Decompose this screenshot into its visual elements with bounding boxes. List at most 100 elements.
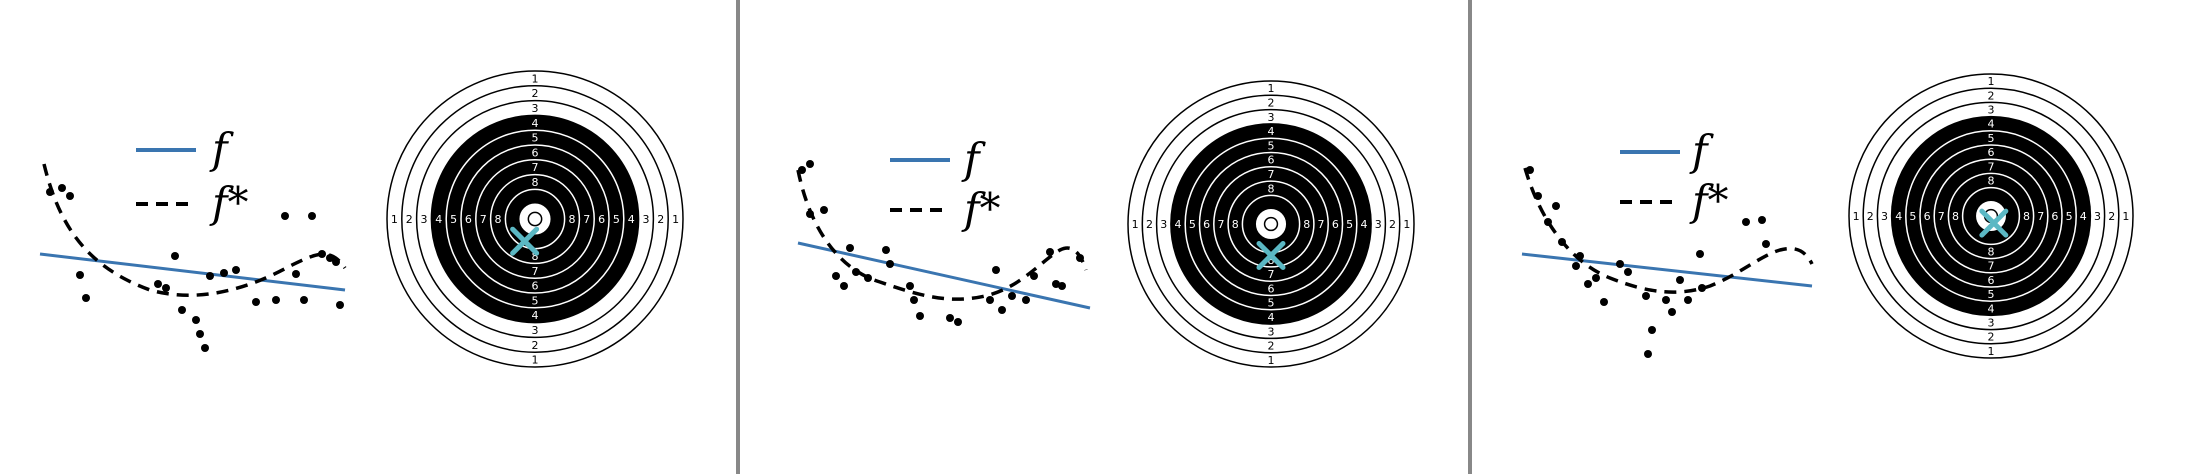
ring-number: 5 (450, 213, 457, 226)
ring-number: 8 (532, 250, 539, 263)
ring-number: 7 (1268, 168, 1275, 181)
ring-number: 5 (1189, 218, 1196, 231)
data-point (1558, 238, 1566, 246)
ring-number: 1 (532, 354, 539, 367)
ring-number: 4 (628, 213, 635, 226)
target-bullseye (1263, 216, 1279, 232)
ring-number: 2 (2108, 210, 2115, 223)
legend-label-true: f* (961, 184, 1001, 233)
data-point (171, 252, 179, 260)
ring-number: 2 (406, 213, 413, 226)
data-points (798, 160, 1084, 326)
ring-number: 3 (1268, 111, 1275, 124)
ring-number: 2 (1988, 89, 1995, 102)
data-point (864, 274, 872, 282)
data-point (1668, 308, 1676, 316)
ring-number: 5 (2066, 210, 2073, 223)
ring-number: 1 (1988, 75, 1995, 88)
legend: f f* (1620, 126, 1729, 225)
ring-number: 7 (583, 213, 590, 226)
ring-number: 5 (613, 213, 620, 226)
data-point (1022, 296, 1030, 304)
data-point (1696, 250, 1704, 258)
data-point (1534, 192, 1542, 200)
ring-number: 7 (532, 161, 539, 174)
data-point (1698, 284, 1706, 292)
ring-number: 3 (421, 213, 428, 226)
hit-marker-icon (1256, 240, 1286, 270)
data-point (326, 254, 334, 262)
data-point (308, 212, 316, 220)
ring-number: 2 (532, 87, 539, 100)
ring-number: 2 (1268, 340, 1275, 353)
ring-number: 3 (643, 213, 650, 226)
ring-number: 2 (657, 213, 664, 226)
ring-number: 6 (532, 280, 539, 293)
data-point (1584, 280, 1592, 288)
data-point (1552, 202, 1560, 210)
data-point (201, 344, 209, 352)
ring-number: 5 (1988, 288, 1995, 301)
data-point (76, 271, 84, 279)
data-point (882, 246, 890, 254)
ring-number: 6 (2051, 210, 2058, 223)
ring-number: 6 (1268, 154, 1275, 167)
ring-number: 8 (1952, 210, 1959, 223)
data-point (1762, 240, 1770, 248)
ring-number: 6 (532, 146, 539, 159)
true-function-curve (796, 169, 1088, 301)
ring-number: 6 (1268, 282, 1275, 295)
fit-line (1521, 252, 1813, 288)
ring-number: 7 (2037, 210, 2044, 223)
data-point (1600, 298, 1608, 306)
panel-left: f f* (39, 70, 684, 368)
data-point (300, 296, 308, 304)
data-point (998, 306, 1006, 314)
ring-number: 8 (495, 213, 502, 226)
ring-number: 6 (1203, 218, 1210, 231)
ring-number: 4 (532, 309, 539, 322)
ring-number: 3 (1268, 325, 1275, 338)
data-point (1076, 254, 1084, 262)
ring-number: 6 (1988, 146, 1995, 159)
data-point (281, 212, 289, 220)
ring-number: 8 (1988, 246, 1995, 259)
target-ring (1976, 201, 2006, 231)
data-point (852, 268, 860, 276)
true-function-curve (42, 163, 347, 297)
data-point (846, 244, 854, 252)
ring-number: 1 (1403, 218, 1410, 231)
target-bullseye (527, 211, 543, 227)
data-point (220, 269, 228, 277)
data-point (820, 206, 828, 214)
data-point (886, 260, 894, 268)
ring-number: 3 (2094, 210, 2101, 223)
data-point (798, 166, 806, 174)
data-point (178, 306, 186, 314)
legend-label-fit: f (961, 134, 986, 183)
ring-number: 4 (1895, 210, 1902, 223)
data-point (986, 296, 994, 304)
hit-marker-stroke (510, 226, 540, 256)
data-point (1662, 296, 1670, 304)
data-point (154, 280, 162, 288)
data-point (1684, 296, 1692, 304)
ring-number: 5 (1909, 210, 1916, 223)
ring-number: 4 (532, 117, 539, 130)
data-point (906, 282, 914, 290)
data-point (832, 272, 840, 280)
ring-number: 3 (1988, 104, 1995, 117)
ring-number: 4 (2080, 210, 2087, 223)
ring-number: 2 (1146, 218, 1153, 231)
ring-number: 5 (532, 294, 539, 307)
ring-number: 7 (1318, 218, 1325, 231)
panel-right: f f* (1521, 73, 2134, 359)
data-point (840, 282, 848, 290)
data-points (1526, 166, 1770, 358)
ring-number: 3 (1988, 317, 1995, 330)
data-point (954, 318, 962, 326)
data-point (66, 192, 74, 200)
legend: f f* (136, 124, 249, 227)
